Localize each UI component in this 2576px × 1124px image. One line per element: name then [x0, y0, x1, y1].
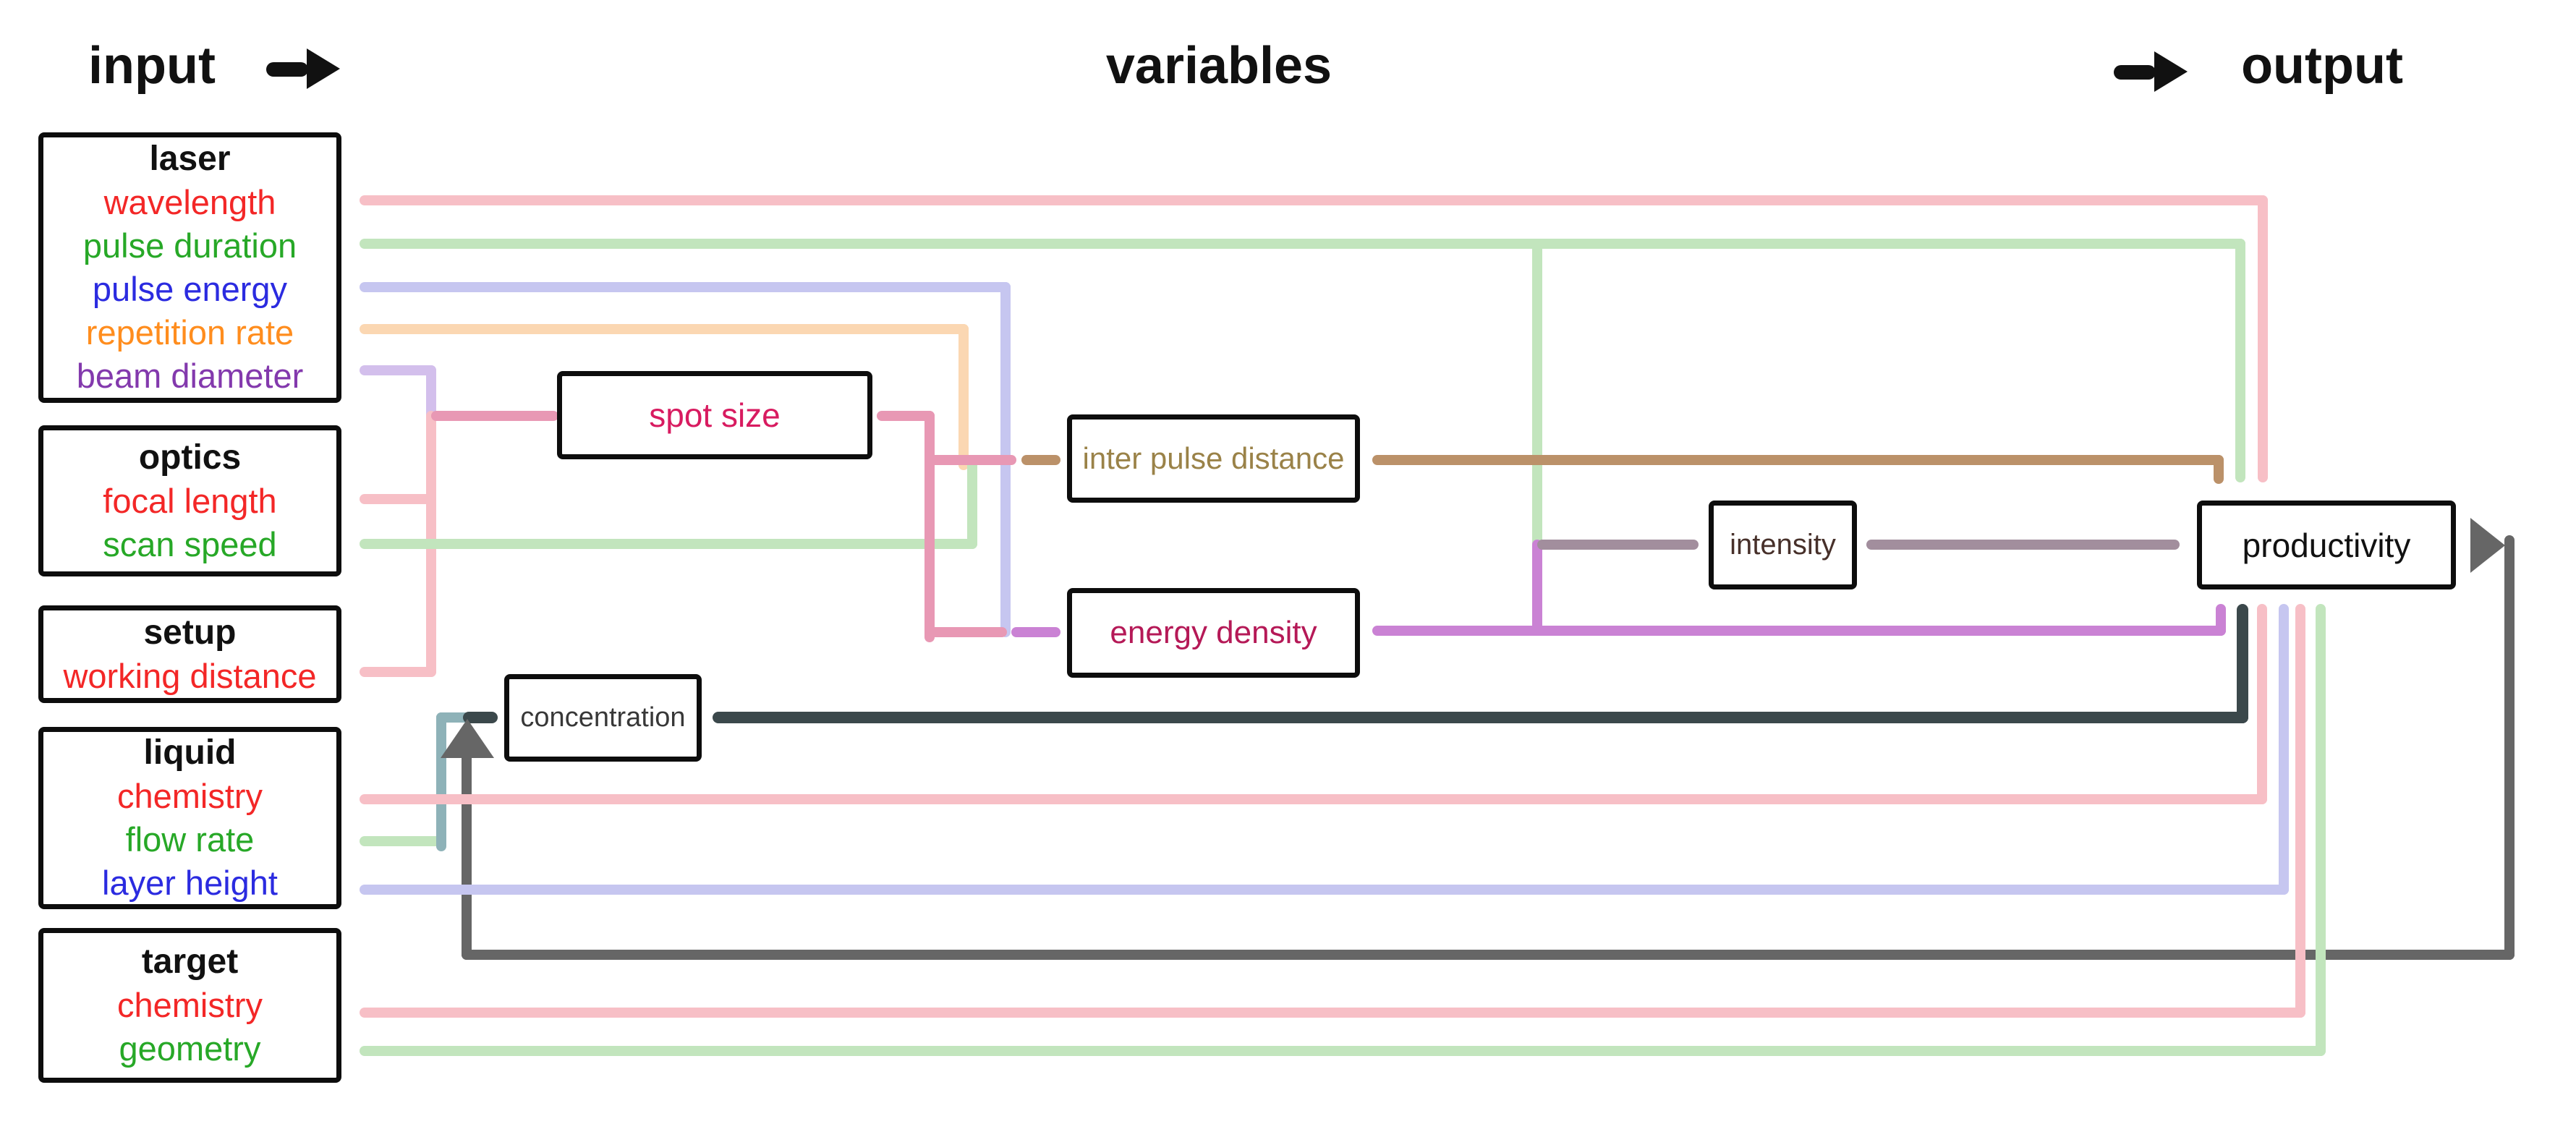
spot-size-input-line: [431, 411, 558, 421]
energy-density-label: energy density: [1110, 615, 1317, 650]
target-geometry-line-h: [360, 1046, 2326, 1056]
pulse-energy-line-h: [360, 282, 1011, 292]
spot-size-box: spot size: [557, 371, 872, 459]
scan-speed-line-v: [967, 455, 977, 549]
param-focal-length: focal length: [103, 481, 277, 520]
feedback-line-right-v: [2504, 535, 2515, 960]
target-geometry-line-v: [2316, 604, 2326, 1056]
param-target-chemistry: chemistry: [116, 986, 263, 1024]
input-arrowhead-icon: [307, 48, 340, 89]
param-pulse-duration: pulse duration: [82, 226, 297, 265]
ipd-output-line-h: [1372, 455, 2224, 465]
target-box: target chemistry geometry: [38, 928, 341, 1083]
param-pulse-energy: pulse energy: [92, 270, 288, 308]
liquid-chemistry-line-h: [360, 794, 2267, 804]
pulse-duration-line-h: [360, 239, 2245, 249]
param-layer-height: layer height: [102, 864, 278, 902]
target-chemistry-line-h: [360, 1008, 2305, 1018]
repetition-rate-line-v: [958, 324, 969, 470]
intensity-box: intensity: [1709, 501, 1857, 589]
feedback-arrowhead-icon: [441, 719, 494, 758]
intensity-output-line: [1866, 540, 2180, 550]
layer-height-line-v: [2279, 604, 2289, 895]
energy-density-input-stub: [1011, 627, 1060, 637]
repetition-rate-line-h: [360, 324, 969, 334]
output-header: output: [2241, 37, 2403, 95]
feedback-line-left-v: [462, 753, 472, 960]
concentration-box: concentration: [504, 674, 702, 762]
wavelength-line-h: [360, 195, 2268, 205]
laser-box: laser wavelength pulse duration pulse en…: [38, 132, 341, 403]
energy-density-box: energy density: [1067, 588, 1360, 678]
feedback-line-bottom-h: [462, 950, 2515, 960]
spot-size-to-energy-branch: [924, 627, 1007, 637]
laser-title: laser: [149, 140, 231, 178]
concentration-output-line-h: [713, 712, 2248, 723]
param-flow-rate: flow rate: [125, 820, 255, 859]
layer-height-line-h: [360, 885, 2289, 895]
liquid-title: liquid: [143, 733, 237, 772]
param-working-distance: working distance: [63, 656, 317, 695]
output-arrowhead-icon: [2154, 51, 2188, 92]
flow-rate-line-h: [360, 836, 443, 846]
spot-size-split-line-v: [924, 411, 935, 642]
intensity-input-line: [1537, 540, 1699, 550]
energy-density-to-intensity-branch-v: [1532, 540, 1542, 636]
scan-speed-line-h: [360, 539, 977, 549]
intensity-label: intensity: [1730, 529, 1836, 561]
liquid-box: liquid chemistry flow rate layer height: [38, 727, 341, 909]
inter-pulse-distance-label: inter pulse distance: [1082, 441, 1345, 475]
wavelength-line-v: [2258, 195, 2268, 482]
input-arrow-icon: [266, 62, 308, 77]
param-beam-diameter: beam diameter: [76, 357, 304, 395]
focal-length-line-h: [360, 494, 436, 504]
working-distance-line-h: [360, 667, 436, 677]
param-wavelength: wavelength: [103, 183, 276, 221]
pulse-duration-intensity-branch-v: [1532, 239, 1542, 550]
target-title: target: [141, 942, 239, 981]
productivity-label: productivity: [2242, 526, 2411, 564]
setup-title: setup: [143, 613, 237, 652]
spot-size-output-line: [877, 411, 935, 421]
input-header: input: [88, 37, 216, 95]
spot-size-to-ipd-branch: [924, 455, 1016, 465]
pulse-duration-productivity-branch-v: [2235, 239, 2245, 482]
param-target-geometry: geometry: [119, 1029, 261, 1068]
concentration-entry-line-v: [2237, 604, 2248, 723]
productivity-output-arrowhead-icon: [2470, 518, 2505, 573]
param-scan-speed: scan speed: [103, 524, 277, 563]
concentration-label: concentration: [520, 702, 686, 733]
energy-density-output-line-h: [1372, 626, 2226, 636]
target-chemistry-line-v: [2295, 604, 2305, 1018]
variables-header: variables: [1105, 37, 1332, 95]
productivity-box: productivity: [2197, 501, 2456, 589]
spot-size-label: spot size: [649, 396, 781, 434]
setup-box: setup working distance: [38, 605, 341, 703]
param-repetition-rate: repetition rate: [85, 313, 294, 352]
ipd-input-dash: [1021, 455, 1060, 465]
inter-pulse-distance-box: inter pulse distance: [1067, 414, 1360, 503]
param-liquid-chemistry: chemistry: [116, 777, 263, 815]
optics-title: optics: [138, 438, 242, 477]
beam-diameter-line-h: [360, 365, 436, 375]
optics-box: optics focal length scan speed: [38, 425, 341, 576]
liquid-chemistry-line-v: [2257, 604, 2267, 804]
output-arrow-icon: [2114, 65, 2156, 80]
